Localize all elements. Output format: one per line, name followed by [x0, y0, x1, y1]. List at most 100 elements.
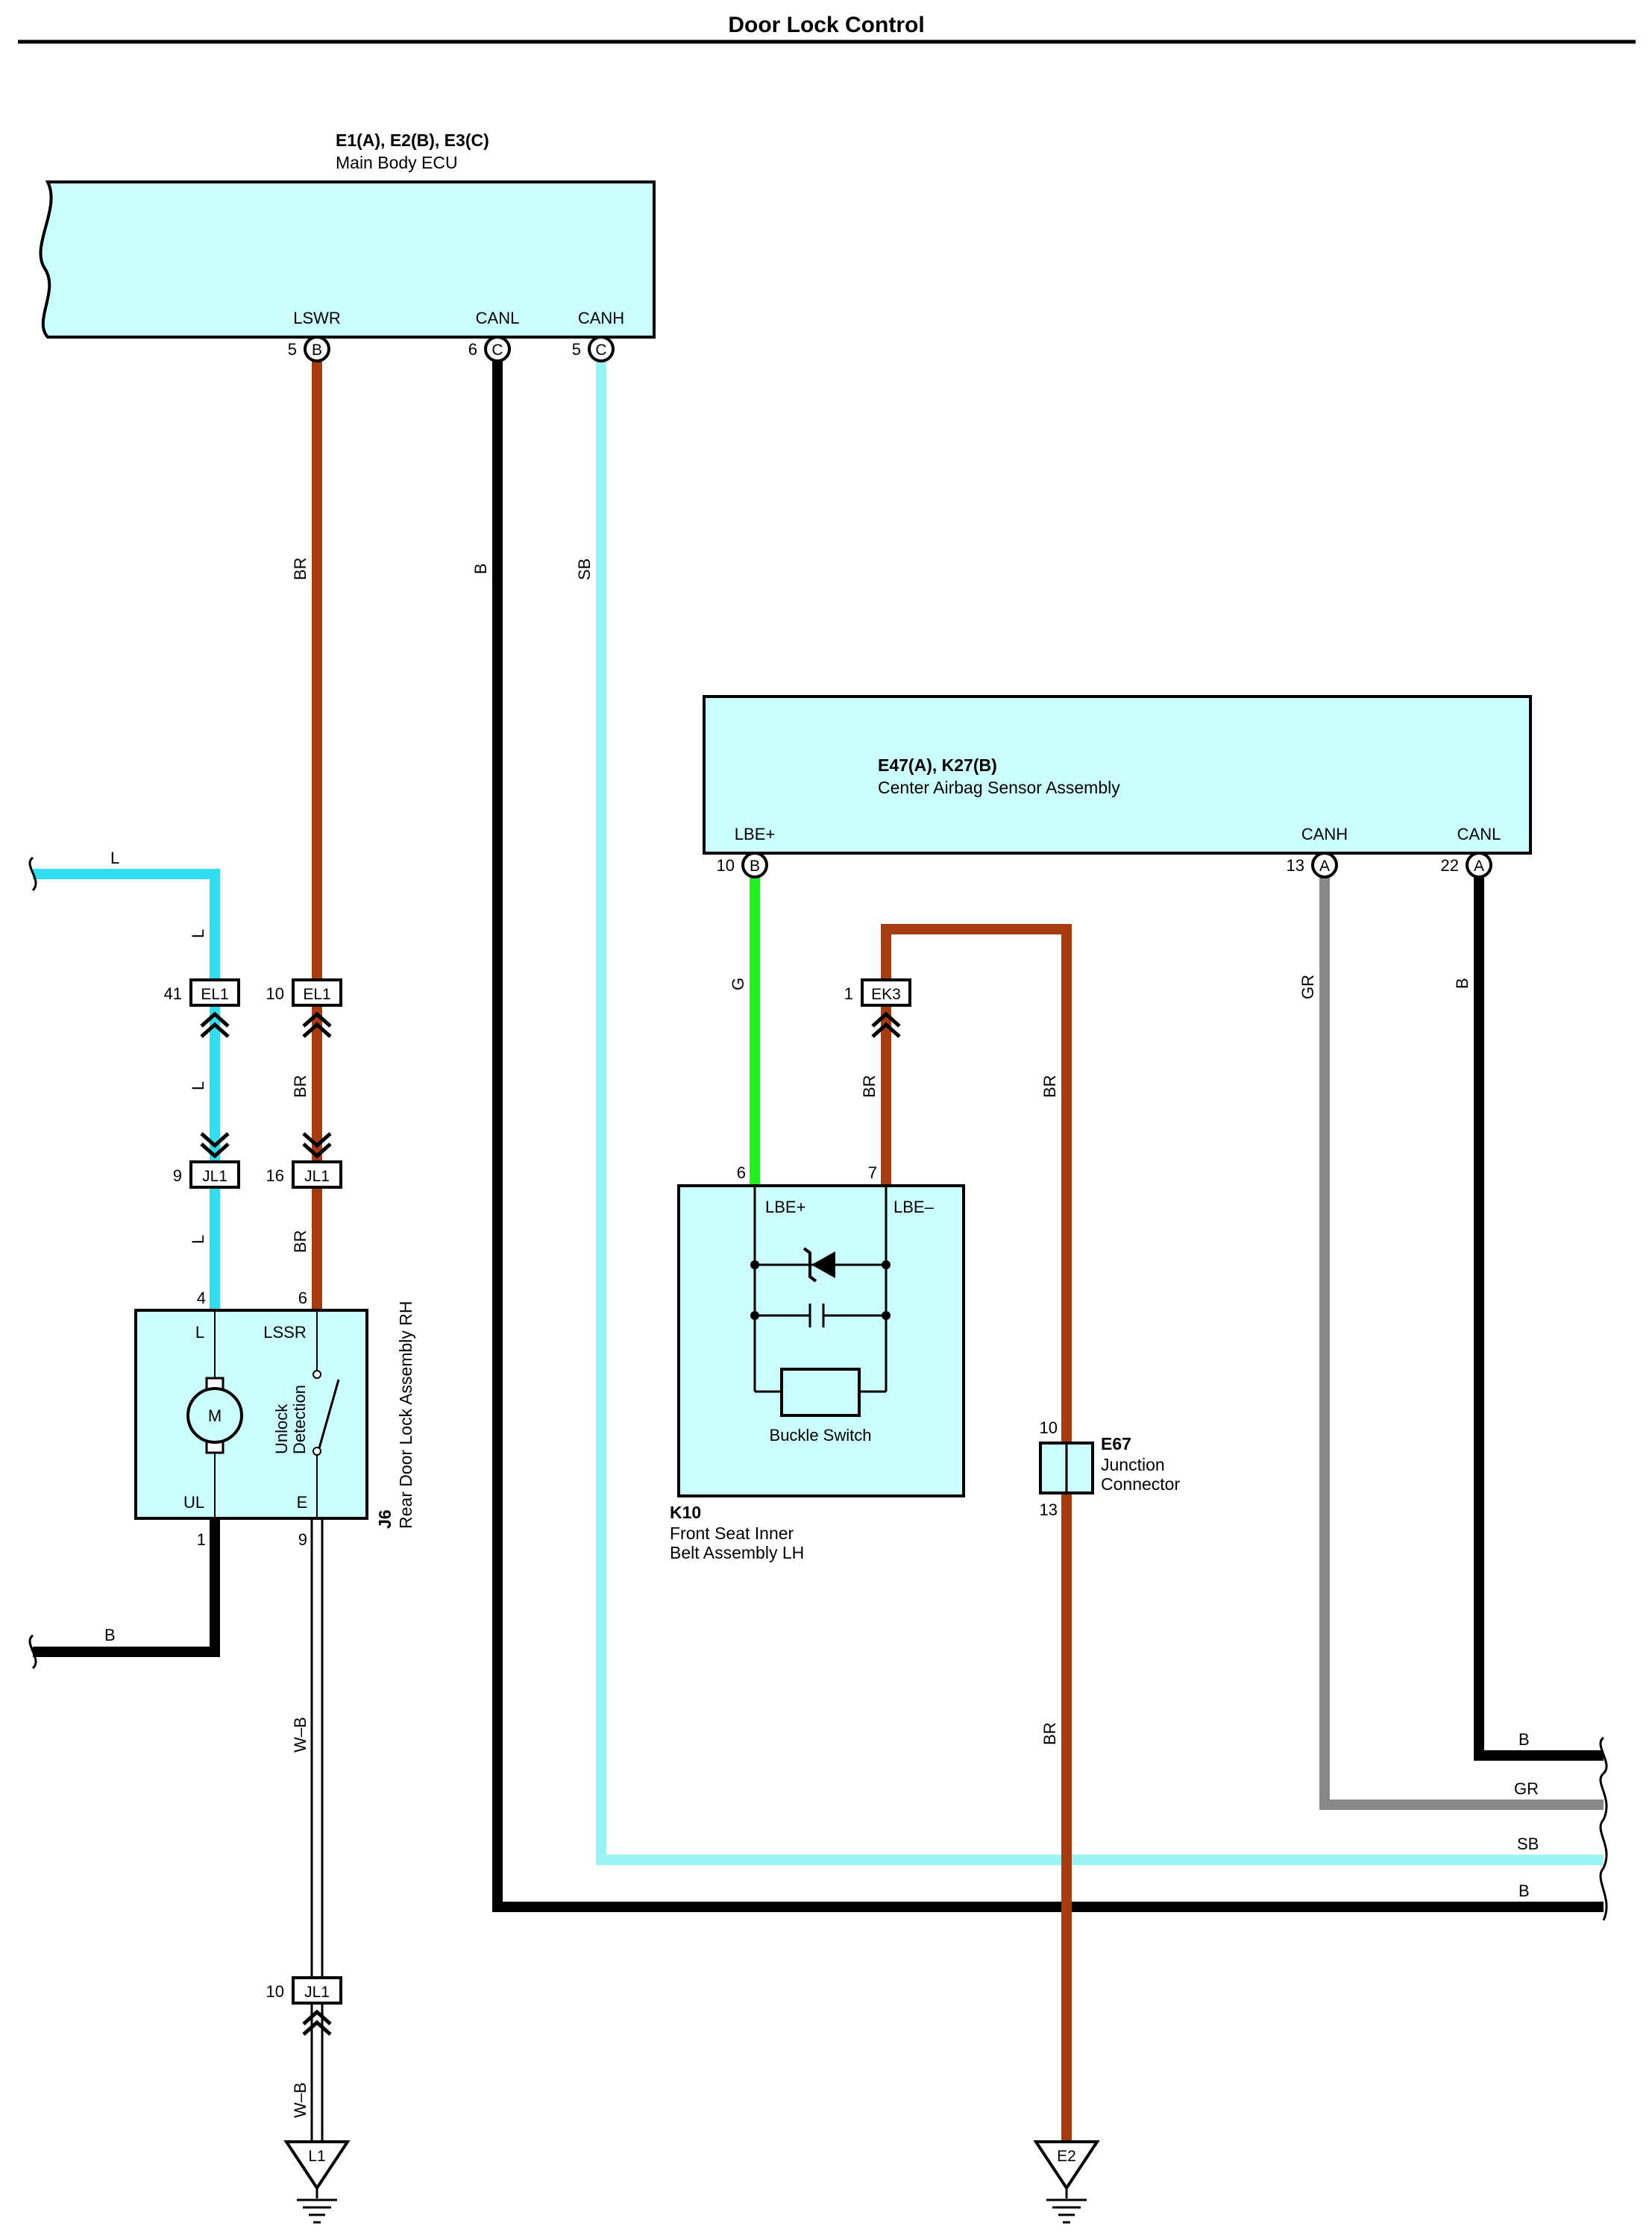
- door-pin-4: 4: [197, 1289, 206, 1307]
- buckle-name-1: Front Seat Inner: [670, 1524, 794, 1543]
- wire-label-right-b-top: B: [1518, 1730, 1530, 1749]
- wire-label-right-b-bottom: B: [1518, 1882, 1530, 1900]
- door-pin-1: 1: [197, 1530, 206, 1549]
- zener-diode-symbol: [803, 1247, 835, 1283]
- wire-label-wb-1: W–B: [291, 1717, 310, 1753]
- connector-el1-41: EL1 41: [164, 978, 240, 1038]
- buckle-label-lbe-minus: LBE–: [893, 1198, 935, 1216]
- wire-w-b: [310, 1518, 324, 2142]
- svg-text:10: 10: [266, 1982, 284, 2001]
- pin-canh-airbag: A 13: [1287, 852, 1338, 878]
- svg-text:22: 22: [1441, 856, 1459, 875]
- svg-text:41: 41: [164, 984, 182, 1003]
- wire-b-canl-airbag: [1474, 873, 1604, 1761]
- pin-label-lswr: LSWR: [293, 309, 341, 327]
- wire-gr-canh: [1319, 873, 1604, 1810]
- svg-text:6: 6: [468, 340, 477, 359]
- unlock-detection-switch: Unlock Detection: [272, 1370, 340, 1456]
- svg-text:EL1: EL1: [201, 986, 228, 1003]
- wire-label-br-2: BR: [291, 1230, 310, 1253]
- buckle-switch-label: Buckle Switch: [770, 1426, 872, 1445]
- wire-label-canh-main: SB: [575, 559, 594, 580]
- wire-label-gr: GR: [1298, 975, 1317, 999]
- buckle-switch-symbol: [780, 1368, 861, 1417]
- svg-text:A: A: [1474, 858, 1484, 875]
- svg-text:E2: E2: [1057, 2148, 1076, 2165]
- door-label-ul: UL: [183, 1493, 204, 1512]
- wire-b-ul: [33, 1518, 220, 1657]
- wire-label-right-gr: GR: [1514, 1779, 1539, 1798]
- ground-l1: L1: [283, 2140, 351, 2224]
- wire-l-blue: [33, 869, 220, 1310]
- wire-label-lswr: BR: [291, 557, 310, 580]
- svg-text:EL1: EL1: [303, 986, 330, 1003]
- wire-label-l-top: L: [110, 849, 119, 867]
- break-left-top: [28, 856, 37, 892]
- connector-ek3-1: EK3 1: [844, 978, 911, 1038]
- svg-text:1: 1: [844, 984, 853, 1003]
- svg-text:C: C: [491, 342, 503, 359]
- wire-label-l-3: L: [189, 1235, 207, 1244]
- wire-label-br-right-bottom: BR: [1040, 1722, 1059, 1745]
- buckle-code: K10: [670, 1503, 701, 1522]
- wire-sb-canh: [596, 349, 1604, 1865]
- junction-connector: 10 13 E67 Junction Connector: [1039, 1418, 1180, 1519]
- pin-label-canl-airbag: CANL: [1457, 825, 1501, 843]
- wire-label-g: G: [729, 978, 747, 990]
- buckle-pin-6: 6: [737, 1163, 746, 1182]
- connector-jl1-10: JL1 10: [266, 1976, 342, 2036]
- wire-label-l-2: L: [189, 1081, 207, 1090]
- buckle-internal-circuit: [753, 1186, 888, 1393]
- svg-text:B: B: [312, 342, 322, 359]
- break-left-bottom: [28, 1634, 37, 1670]
- wire-br-ek3: [881, 924, 1072, 1443]
- svg-text:9: 9: [173, 1166, 182, 1185]
- wire-labels: BR B SB L L L L BR BR B W–B W–B G BR BR …: [104, 557, 1539, 2118]
- svg-text:JL1: JL1: [202, 1168, 227, 1185]
- door-lock-code: J6: [375, 1509, 395, 1529]
- pin-label-lbe: LBE+: [735, 825, 775, 843]
- wire-label-br-1: BR: [291, 1075, 310, 1098]
- svg-text:EK3: EK3: [871, 986, 901, 1003]
- svg-text:JL1: JL1: [304, 1168, 330, 1185]
- pin-lbe-airbag: B 10: [717, 852, 768, 878]
- door-lock-name: Rear Door Lock Assembly RH: [396, 1301, 415, 1530]
- pin-canl: C 6: [468, 336, 511, 362]
- junction-code: E67: [1101, 1434, 1131, 1453]
- junction-name-1: Junction: [1101, 1455, 1165, 1474]
- pin-canh: C 5: [572, 336, 615, 362]
- airbag-code: E47(A), K27(B): [878, 755, 997, 775]
- airbag-name: Center Airbag Sensor Assembly: [878, 778, 1120, 797]
- front-seat-belt-assembly: 6 7 LBE+ LBE– Buckle Switch K10 Front Se…: [670, 1163, 965, 1562]
- svg-text:Unlock: Unlock: [272, 1403, 291, 1454]
- door-label-lssr: LSSR: [263, 1323, 306, 1342]
- wire-label-br-ek3: BR: [860, 1075, 879, 1098]
- wire-label-br-right-top: BR: [1040, 1075, 1059, 1098]
- junction-pin-13: 13: [1040, 1500, 1058, 1519]
- buckle-label-lbe-plus: LBE+: [765, 1198, 805, 1216]
- wire-b-canl: [492, 349, 1604, 1912]
- center-airbag-sensor: E47(A), K27(B) Center Airbag Sensor Asse…: [703, 695, 1532, 878]
- wire-label-b-airbag: B: [1453, 978, 1472, 989]
- wire-label-l-1: L: [189, 929, 207, 938]
- svg-text:10: 10: [717, 856, 735, 875]
- wire-label-right-sb: SB: [1517, 1835, 1539, 1853]
- svg-text:5: 5: [572, 340, 581, 359]
- svg-text:C: C: [595, 342, 606, 359]
- connector-el1-10: EL1 10: [266, 978, 342, 1038]
- page-title: Door Lock Control: [728, 13, 924, 37]
- pin-label-canh: CANH: [578, 309, 624, 327]
- buckle-pin-7: 7: [868, 1163, 877, 1182]
- svg-text:13: 13: [1287, 856, 1304, 875]
- connector-jl1-9: JL1 9: [173, 1132, 240, 1189]
- wire-label-wb-2: W–B: [291, 2082, 310, 2118]
- svg-text:JL1: JL1: [304, 1984, 330, 2001]
- motor-symbol: M: [186, 1377, 243, 1454]
- pin-label-canl: CANL: [476, 309, 520, 327]
- svg-text:B: B: [750, 858, 760, 875]
- svg-text:L1: L1: [308, 2148, 325, 2165]
- ground-e2: E2: [1033, 2140, 1100, 2224]
- pin-canl-airbag: A 22: [1441, 852, 1492, 878]
- pin-lswr: B 5: [288, 336, 330, 362]
